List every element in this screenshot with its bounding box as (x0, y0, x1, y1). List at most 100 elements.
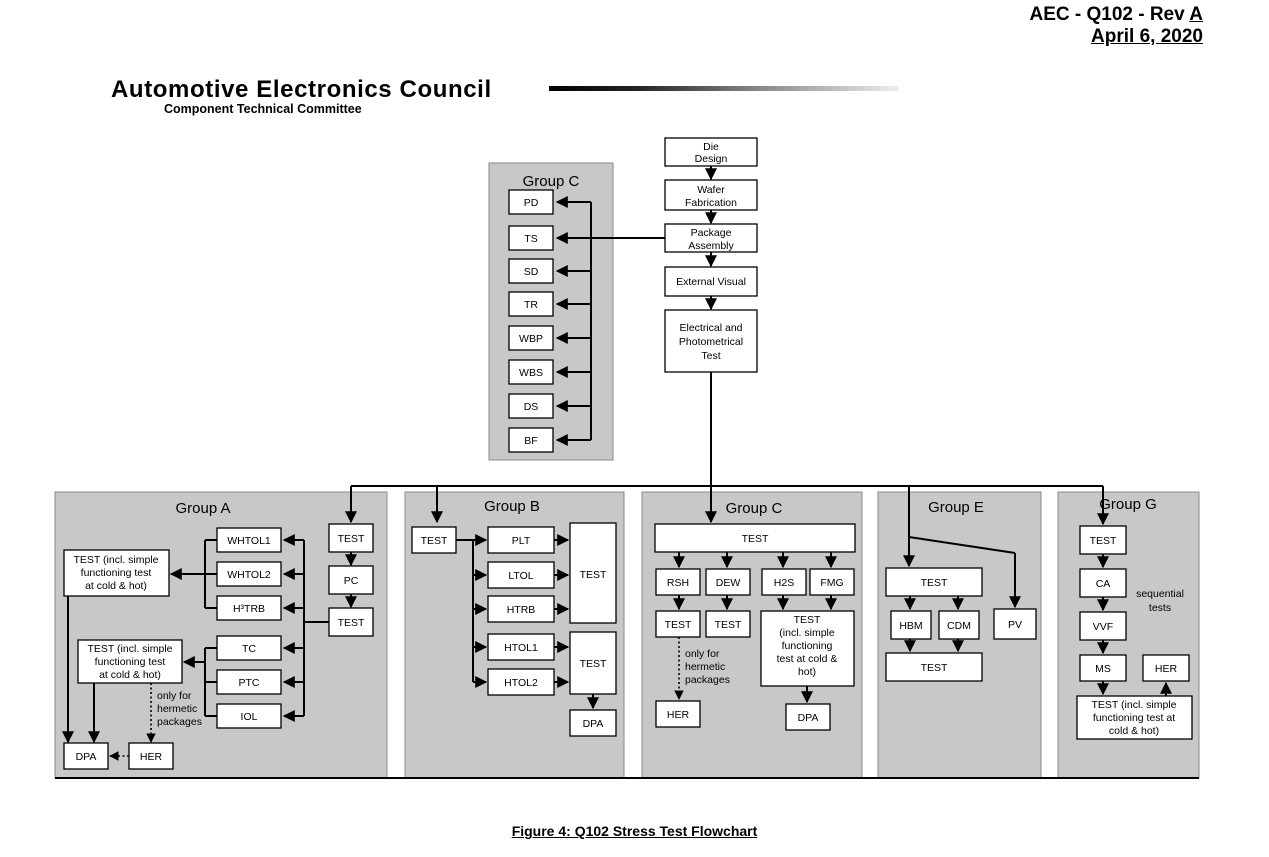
group-c-top-items: PD TS SD TR WBP WBS DS BF (508, 189, 554, 453)
group-b-dpa-box (569, 709, 617, 737)
package-label-2: Assembly (688, 240, 734, 252)
htrb-label: HTRB (507, 604, 536, 616)
group-c-her-label: HER (667, 709, 690, 721)
committee-subtitle: Component Technical Committee (164, 102, 362, 116)
figure-caption: Figure 4: Q102 Stress Test Flowchart (511, 823, 758, 839)
rsh-box (655, 568, 701, 596)
die-design-label-1: Die (703, 141, 719, 153)
group-c-test-rsh-box (655, 610, 701, 638)
group-c-test-label: TEST (742, 533, 769, 545)
ca-label: CA (1096, 578, 1111, 590)
ts-label: TS (524, 233, 537, 245)
group-a-test-long1-l3: at cold & hot) (85, 580, 147, 592)
sd-label: SD (524, 266, 539, 278)
group-a-her-label: HER (140, 751, 163, 763)
sd-box (508, 258, 554, 284)
group-a-test-long2-l2: functioning test (95, 656, 166, 668)
tc-box (216, 635, 282, 661)
pd-label: PD (524, 197, 539, 209)
group-c-title: Group C (726, 500, 783, 517)
wbp-label: WBP (519, 333, 543, 345)
ptc-label: PTC (239, 677, 260, 689)
ts-box (508, 225, 554, 251)
group-a-her-box (128, 742, 174, 770)
external-visual-box (664, 266, 758, 297)
group-a-dpa-box (63, 742, 109, 770)
group-e-test2-label: TEST (921, 662, 948, 674)
group-g-test-long-l3: cold & hot) (1109, 725, 1159, 737)
group-g-test-label: TEST (1090, 535, 1117, 547)
bf-label: BF (524, 435, 537, 447)
doc-rev: A (1189, 4, 1203, 25)
whtol1-label: WHTOL1 (227, 535, 271, 547)
wbs-box (508, 359, 554, 385)
external-visual-label: External Visual (676, 276, 746, 288)
pv-box (993, 608, 1037, 640)
organization-title: Automotive Electronics Council (111, 76, 492, 103)
pv-label: PV (1008, 619, 1022, 631)
whtol2-box (216, 561, 282, 587)
group-g-test-long-l2: functioning test at (1093, 712, 1175, 724)
group-c-test-dew-label: TEST (715, 619, 742, 631)
group-c-note-3: packages (685, 674, 730, 686)
ca-box (1079, 568, 1127, 598)
group-c-test-dew-box (705, 610, 751, 638)
header-gradient-bar (549, 86, 899, 91)
ms-label: MS (1095, 663, 1111, 675)
tr-label: TR (524, 299, 538, 311)
ds-label: DS (524, 401, 539, 413)
group-c-dpa-label: DPA (798, 712, 819, 724)
plt-label: PLT (512, 535, 531, 547)
wafer-label-1: Wafer (697, 184, 725, 196)
ds-box (508, 393, 554, 419)
dew-label: DEW (716, 577, 741, 589)
group-a-dpa-label: DPA (76, 751, 97, 763)
group-b-test-big1-box (569, 522, 617, 624)
group-a-note-1: only for (157, 690, 192, 702)
pd-box (508, 189, 554, 215)
group-c-note-1: only for (685, 648, 720, 660)
die-design-box (664, 137, 758, 167)
group-c-her-box (655, 700, 701, 728)
group-a-note-2: hermetic (157, 703, 197, 715)
group-c-test-long-l5: hot) (798, 666, 816, 678)
vvf-label: VVF (1093, 621, 1113, 633)
group-g-her-box (1142, 654, 1190, 682)
group-b-title: Group B (484, 498, 540, 515)
group-b-test-big1-label: TEST (580, 569, 607, 581)
group-a-pc-label: PC (344, 575, 359, 587)
group-g-title: Group G (1099, 496, 1157, 513)
iol-box (216, 703, 282, 729)
group-c-test-long-l3: functioning (782, 640, 833, 652)
group-c-test-long-l1: TEST (794, 614, 821, 626)
group-a-note-3: packages (157, 716, 202, 728)
ltol-box (487, 561, 555, 589)
htol1-label: HTOL1 (504, 642, 538, 654)
hbm-box (890, 610, 932, 640)
group-b-test-big2-box (569, 631, 617, 695)
group-g-test-box (1079, 525, 1127, 555)
group-b-test-box (411, 526, 457, 554)
cdm-label: CDM (947, 620, 971, 632)
group-c-test-box (654, 523, 856, 553)
group-c-test-long-l2: (incl. simple (779, 627, 835, 639)
group-b-test-big2-label: TEST (580, 658, 607, 670)
group-e-test2-box (885, 652, 983, 682)
group-c-top-title: Group C (523, 173, 580, 190)
group-a-test-long2-l3: at cold & hot) (99, 669, 161, 681)
group-a-test-long2-box (77, 639, 183, 684)
group-b-test-label: TEST (421, 535, 448, 547)
group-g-test-long-box (1076, 695, 1193, 740)
elec-label-3: Test (701, 350, 720, 362)
elec-label-1: Electrical and (679, 322, 742, 334)
group-g-her-label: HER (1155, 663, 1178, 675)
group-a-test-mid-label: TEST (338, 617, 365, 629)
document-id-block: AEC - Q102 - Rev A April 6, 2020 (1029, 4, 1203, 48)
iol-label: IOL (241, 711, 258, 723)
whtol2-label: WHTOL2 (227, 569, 271, 581)
ltol-label: LTOL (508, 570, 533, 582)
group-a-title: Group A (175, 500, 230, 517)
wbs-label: WBS (519, 367, 543, 379)
h3trb-label: H³TRB (233, 603, 265, 615)
tr-box (508, 291, 554, 317)
